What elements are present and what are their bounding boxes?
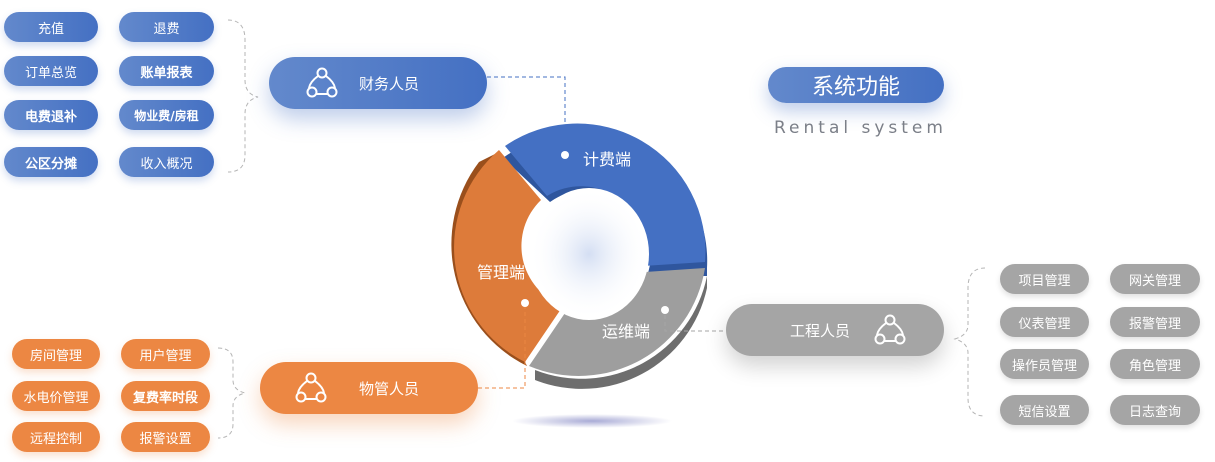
function-bill-report[interactable]: 账单报表	[119, 56, 214, 86]
function-meter-management[interactable]: 仪表管理	[1000, 307, 1089, 337]
function-recharge[interactable]: 充值	[4, 12, 98, 42]
role-label: 工程人员	[790, 321, 851, 340]
connector-property	[478, 307, 526, 389]
function-refund[interactable]: 退费	[119, 12, 214, 42]
ring-segment-operations	[529, 268, 705, 376]
ring-floor-shadow	[512, 414, 672, 428]
connector-finance	[487, 76, 566, 152]
function-alarm-settings[interactable]: 报警设置	[121, 422, 210, 452]
page-subtitle: Rental system	[774, 118, 947, 138]
function-utility-price-management[interactable]: 水电价管理	[12, 381, 100, 411]
brace-finance	[227, 19, 259, 173]
brace-property	[217, 347, 246, 439]
function-operator-management[interactable]: 操作员管理	[1000, 349, 1089, 379]
role-property-management[interactable]: 物管人员	[260, 362, 478, 414]
function-room-management[interactable]: 房间管理	[12, 339, 100, 369]
function-electricity-refund[interactable]: 电费退补	[4, 100, 98, 130]
function-user-management[interactable]: 用户管理	[121, 339, 210, 369]
function-log-query[interactable]: 日志查询	[1110, 395, 1200, 425]
donut-ring	[451, 123, 708, 389]
role-finance[interactable]: 财务人员	[269, 57, 487, 109]
people-group-icon	[295, 372, 327, 403]
function-alarm-management[interactable]: 报警管理	[1110, 307, 1200, 337]
role-label: 物管人员	[359, 379, 420, 398]
ring-segment-management	[454, 150, 563, 362]
ring-label-billing: 计费端	[583, 150, 632, 169]
function-sms-settings[interactable]: 短信设置	[1000, 395, 1089, 425]
page-title: 系统功能	[768, 67, 944, 103]
function-remote-control[interactable]: 远程控制	[12, 422, 100, 452]
brace-engineer	[953, 267, 986, 417]
ring-segment-billing	[505, 123, 706, 266]
ring-label-management: 管理端	[477, 263, 526, 282]
people-group-icon	[874, 314, 906, 345]
function-income-overview[interactable]: 收入概况	[119, 147, 214, 177]
function-public-area-allocation[interactable]: 公区分摊	[4, 147, 98, 177]
function-role-management[interactable]: 角色管理	[1110, 349, 1200, 379]
function-project-management[interactable]: 项目管理	[1000, 264, 1089, 294]
ring-label-operations: 运维端	[602, 322, 651, 341]
function-property-fee-rent[interactable]: 物业费/房租	[119, 100, 214, 130]
role-engineer[interactable]: 工程人员	[726, 304, 944, 356]
function-order-overview[interactable]: 订单总览	[4, 56, 98, 86]
connector-engineer	[664, 315, 726, 332]
function-multi-rate-period[interactable]: 复费率时段	[121, 381, 210, 411]
role-label: 财务人员	[359, 74, 420, 93]
people-group-icon	[306, 67, 338, 98]
function-gateway-management[interactable]: 网关管理	[1110, 264, 1200, 294]
